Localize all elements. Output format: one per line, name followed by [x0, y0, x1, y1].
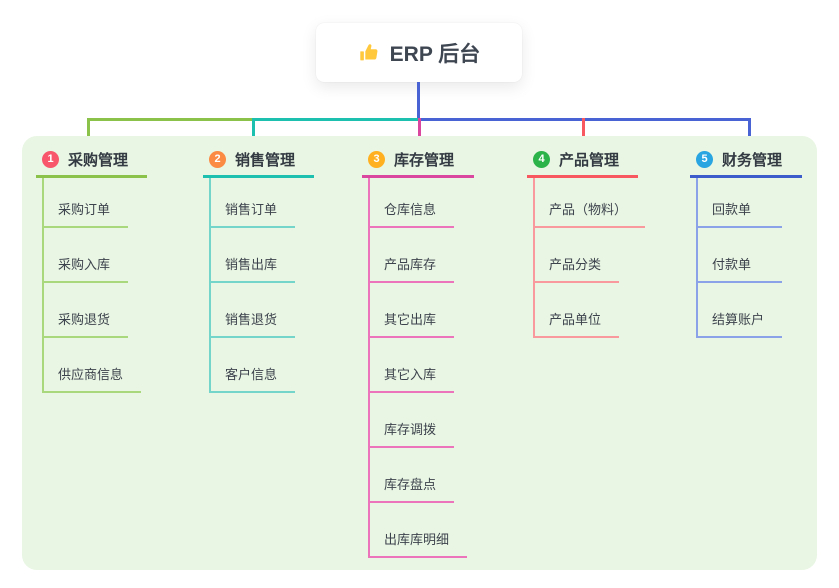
child-node[interactable]: 采购入库: [42, 228, 129, 283]
drop-line-1: [87, 118, 90, 145]
child-label: 产品库存: [384, 257, 437, 272]
child-node[interactable]: 仓库信息: [368, 178, 455, 228]
child-node[interactable]: 产品分类: [533, 228, 620, 283]
branch-4-label: 产品管理: [559, 152, 620, 169]
branch-1-number-badge: 1: [42, 151, 59, 168]
child-node[interactable]: 销售订单: [209, 178, 296, 228]
child-node[interactable]: 库存调拨: [368, 393, 455, 448]
branch-3-children: 仓库信息 产品库存 其它出库 其它入库 库存调拨 库存盘点 出库库明细: [368, 178, 474, 558]
child-label: 产品（物料）: [549, 202, 628, 217]
child-label: 销售退货: [225, 312, 278, 327]
drop-line-4: [582, 118, 585, 145]
branch-2-children: 销售订单 销售出库 销售退货 客户信息: [209, 178, 314, 393]
bus-segment-2: [253, 118, 420, 121]
root-node[interactable]: ERP 后台: [316, 23, 522, 82]
drop-line-3: [418, 118, 421, 145]
child-label: 结算账户: [712, 312, 765, 327]
child-label: 产品单位: [549, 312, 602, 327]
branch-2-header[interactable]: 2 销售管理: [203, 147, 314, 178]
branch-4-children: 产品（物料） 产品分类 产品单位: [533, 178, 646, 338]
child-node[interactable]: 销售出库: [209, 228, 296, 283]
branch-panel: [22, 136, 817, 570]
root-connector-line: [417, 82, 420, 119]
child-node[interactable]: 付款单: [696, 228, 782, 283]
branch-5-label: 财务管理: [722, 152, 783, 169]
branch-3-label: 库存管理: [394, 152, 455, 169]
child-label: 销售出库: [225, 257, 278, 272]
branch-3-number-badge: 3: [368, 151, 385, 168]
child-node[interactable]: 产品库存: [368, 228, 455, 283]
child-node[interactable]: 出库库明细: [368, 503, 468, 558]
child-label: 其它出库: [384, 312, 437, 327]
root-label: ERP 后台: [389, 42, 481, 66]
child-label: 仓库信息: [384, 202, 437, 217]
branch-2-label: 销售管理: [235, 152, 296, 169]
child-node[interactable]: 回款单: [696, 178, 782, 228]
branch-5: 5 财务管理 回款单 付款单 结算账户: [690, 147, 802, 338]
branch-2: 2 销售管理 销售订单 销售出库 销售退货 客户信息: [203, 147, 314, 393]
child-label: 采购订单: [58, 202, 111, 217]
child-node[interactable]: 采购退货: [42, 283, 129, 338]
child-label: 出库库明细: [384, 532, 450, 547]
child-node[interactable]: 销售退货: [209, 283, 296, 338]
child-label: 采购退货: [58, 312, 111, 327]
branch-1: 1 采购管理 采购订单 采购入库 采购退货 供应商信息: [36, 147, 147, 393]
drop-line-5: [748, 118, 751, 145]
branch-5-children: 回款单 付款单 结算账户: [696, 178, 802, 338]
child-node[interactable]: 产品单位: [533, 283, 620, 338]
child-node[interactable]: 产品（物料）: [533, 178, 646, 228]
child-label: 库存调拨: [384, 422, 437, 437]
child-label: 产品分类: [549, 257, 602, 272]
child-label: 供应商信息: [58, 367, 124, 382]
branch-1-children: 采购订单 采购入库 采购退货 供应商信息: [42, 178, 147, 393]
branch-1-label: 采购管理: [68, 152, 129, 169]
branch-3-header[interactable]: 3 库存管理: [362, 147, 474, 178]
branch-4-header[interactable]: 4 产品管理: [527, 147, 638, 178]
child-label: 销售订单: [225, 202, 278, 217]
branch-3: 3 库存管理 仓库信息 产品库存 其它出库 其它入库 库存调拨 库存盘点 出库库…: [362, 147, 474, 558]
bus-segment-3: [419, 118, 751, 121]
child-node[interactable]: 客户信息: [209, 338, 296, 393]
child-node[interactable]: 供应商信息: [42, 338, 142, 393]
branch-1-header[interactable]: 1 采购管理: [36, 147, 147, 178]
child-node[interactable]: 采购订单: [42, 178, 129, 228]
child-node[interactable]: 库存盘点: [368, 448, 455, 503]
child-node[interactable]: 结算账户: [696, 283, 783, 338]
branch-4-number-badge: 4: [533, 151, 550, 168]
child-label: 库存盘点: [384, 477, 437, 492]
child-label: 采购入库: [58, 257, 111, 272]
branch-5-header[interactable]: 5 财务管理: [690, 147, 802, 178]
branch-4: 4 产品管理 产品（物料） 产品分类 产品单位: [527, 147, 646, 338]
branch-5-number-badge: 5: [696, 151, 713, 168]
drop-line-2: [252, 118, 255, 145]
child-node[interactable]: 其它入库: [368, 338, 455, 393]
bus-segment-1: [87, 118, 254, 121]
child-label: 其它入库: [384, 367, 437, 382]
child-label: 付款单: [712, 257, 752, 272]
thumbs-up-icon: [358, 42, 380, 64]
child-node[interactable]: 其它出库: [368, 283, 455, 338]
child-label: 回款单: [712, 202, 752, 217]
child-label: 客户信息: [225, 367, 278, 382]
branch-2-number-badge: 2: [209, 151, 226, 168]
